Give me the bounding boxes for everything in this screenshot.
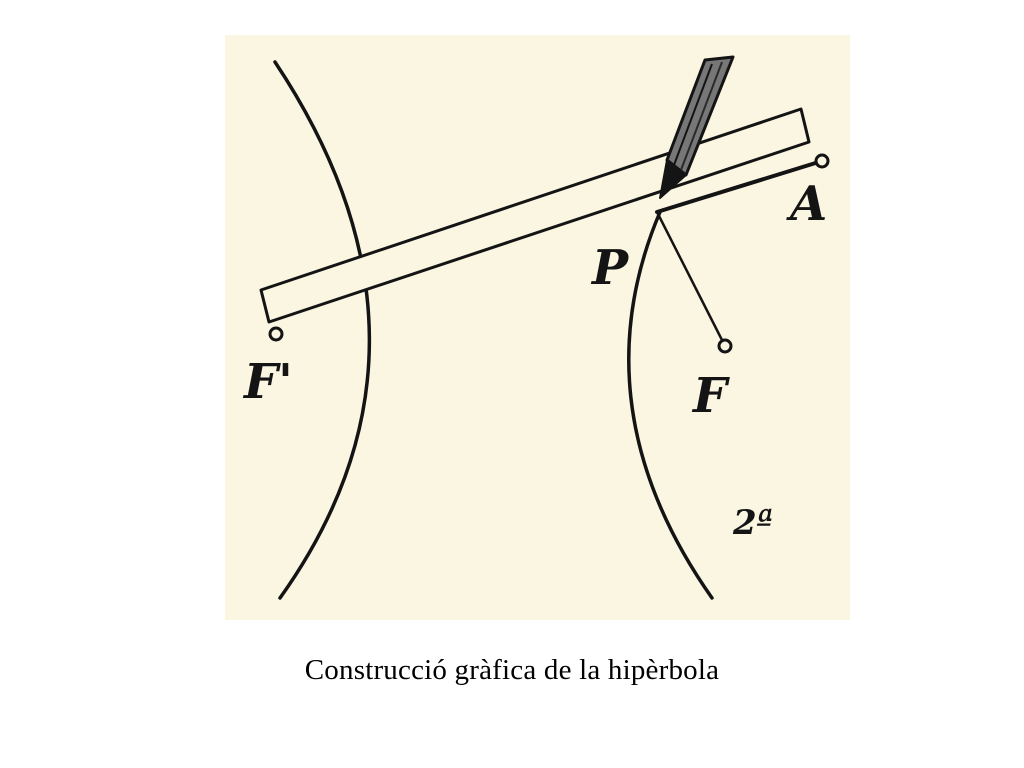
- focus-f-point: [717, 338, 733, 354]
- label-f: F: [691, 368, 730, 424]
- string-a-to-p: [655, 159, 824, 214]
- diagram-caption: Construcció gràfica de la hipèrbola: [304, 654, 720, 686]
- hyperbola-left-branch: [273, 60, 372, 600]
- hyperbola-construction-diagram: F' F A P 2ª: [225, 35, 850, 620]
- hyperbola-right-branch: [627, 210, 714, 600]
- label-f-prime: F': [242, 354, 293, 410]
- figure-number: 2ª: [732, 503, 773, 543]
- string-p-to-f: [655, 210, 726, 346]
- label-p: P: [590, 240, 630, 296]
- pin-a-point: [814, 153, 830, 169]
- label-a: A: [786, 176, 827, 232]
- pencil-icon: [659, 55, 735, 199]
- focus-f-prime-point: [268, 326, 284, 342]
